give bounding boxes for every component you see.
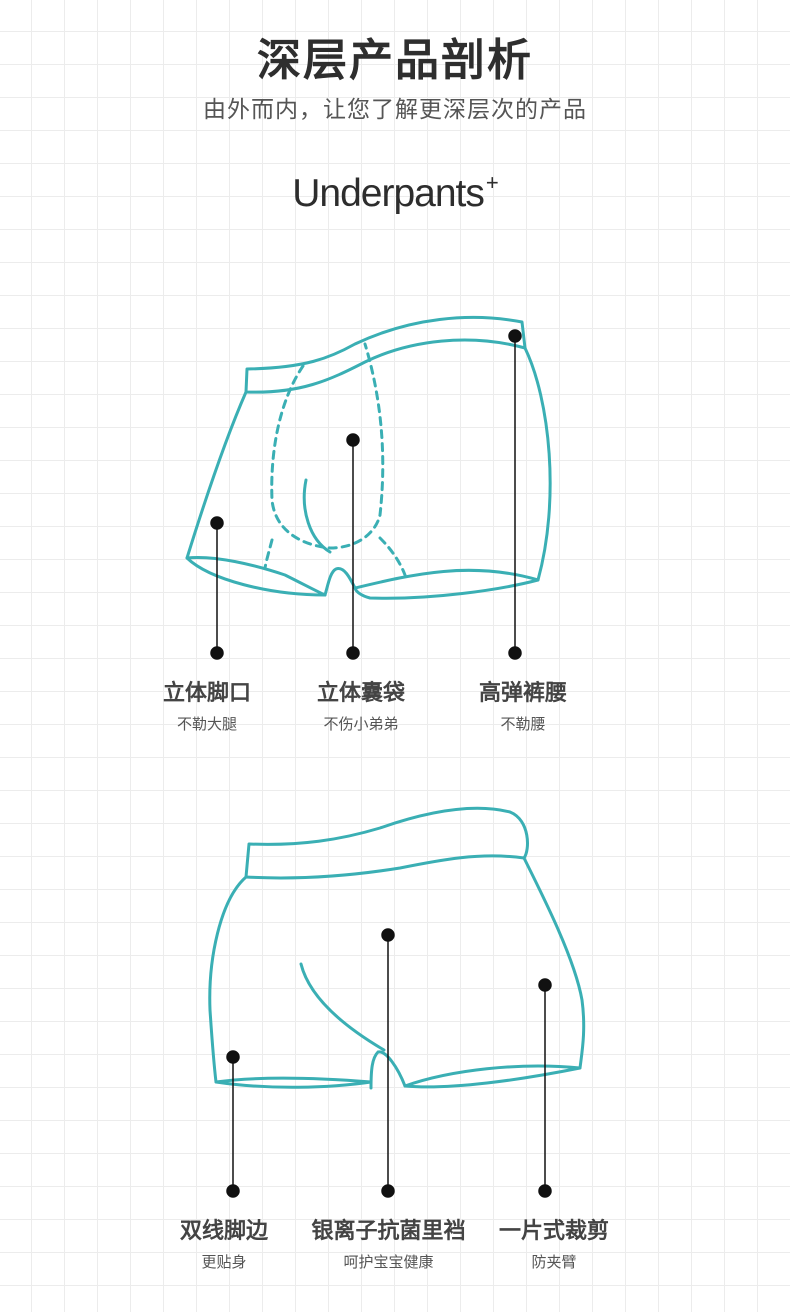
callout-waistband <box>508 329 522 660</box>
english-title: Underpants+ <box>0 170 790 216</box>
callout-dot <box>538 978 552 992</box>
feature-title: 立体囊袋 <box>316 681 405 706</box>
page-subtitle: 由外而内，让您了解更深层次的产品 <box>203 97 587 123</box>
feature-subtitle: 呵护宝宝健康 <box>343 1253 434 1271</box>
inner-seam-line <box>302 478 332 554</box>
feature-subtitle: 防夹臂 <box>531 1253 577 1271</box>
underpants-outline-top <box>185 315 552 600</box>
feature-subtitle: 更贴身 <box>201 1253 247 1271</box>
callout-dot <box>381 1184 395 1198</box>
feature-pouch: 立体囊袋 不伤小弟弟 <box>271 675 451 734</box>
callout-leg-opening <box>210 516 224 660</box>
callout-dot <box>210 516 224 530</box>
callout-one-piece <box>538 978 552 1198</box>
feature-double-stitch: 双线脚边 更贴身 <box>134 1213 314 1272</box>
feature-title: 立体脚口 <box>162 681 251 706</box>
plus-mark: + <box>485 170 499 195</box>
feature-subtitle: 不勒腰 <box>500 715 546 733</box>
callout-pouch <box>346 433 360 660</box>
feature-one-piece-cut: 一片式裁剪 防夹臂 <box>464 1213 644 1272</box>
callout-dot <box>226 1050 240 1064</box>
callout-dot <box>346 433 360 447</box>
callout-crotch <box>381 928 395 1198</box>
callout-dot <box>508 329 522 343</box>
pouch-dashed-line <box>263 342 407 577</box>
feature-title: 一片式裁剪 <box>498 1219 609 1244</box>
callout-double-stitch <box>226 1050 240 1198</box>
feature-antibacterial-crotch: 银离子抗菌里裆 呵护宝宝健康 <box>276 1213 501 1272</box>
feature-title: 高弹裤腰 <box>478 681 567 706</box>
feature-title: 银离子抗菌里裆 <box>311 1219 466 1244</box>
english-title-text: Underpants <box>292 172 485 215</box>
underpants-outline-bottom <box>208 806 586 1090</box>
callout-dot <box>508 646 522 660</box>
feature-title: 双线脚边 <box>179 1219 268 1244</box>
callout-dot <box>381 928 395 942</box>
feature-subtitle: 不勒大腿 <box>176 715 237 733</box>
callout-dot <box>210 646 224 660</box>
feature-leg-opening: 立体脚口 不勒大腿 <box>117 675 297 734</box>
callout-dot <box>538 1184 552 1198</box>
feature-waistband: 高弹裤腰 不勒腰 <box>433 675 613 734</box>
page-title: 深层产品剖析 <box>257 35 533 86</box>
callout-dot <box>226 1184 240 1198</box>
callout-dot <box>346 646 360 660</box>
feature-subtitle: 不伤小弟弟 <box>323 715 399 733</box>
